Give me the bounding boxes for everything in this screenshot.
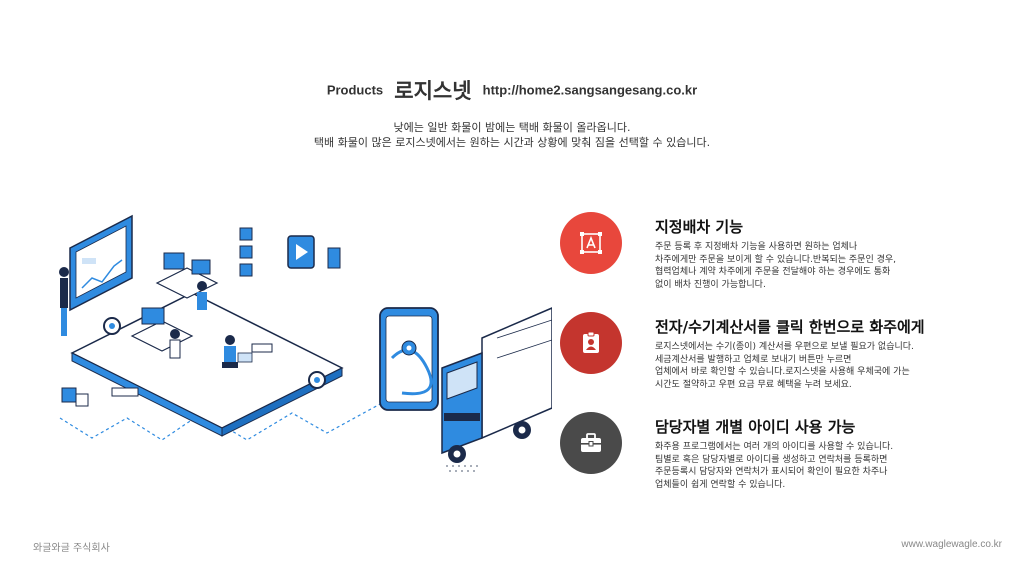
feature-desc-line: 업체에서 바로 확인할 수 있습니다.로지스넷을 사용해 우체국에 가는 <box>655 367 910 377</box>
feature-dispatch: 지정배차 기능 주문 등록 후 지정배차 기능을 사용하면 원하는 업체나 차주… <box>558 210 998 300</box>
subtitle-line-1: 낮에는 일반 화물이 밤에는 택배 화물이 올라옵니다. <box>393 121 631 134</box>
text-frame-icon <box>580 232 602 254</box>
feature-desc-line: 주문 등록 후 지정배차 기능을 사용하면 원하는 업체나 <box>655 242 858 252</box>
product-url[interactable]: http://home2.sangsangesang.co.kr <box>482 82 698 98</box>
feature-desc-line: 세금계산서를 발행하고 업체로 보내기 버튼만 누르면 <box>655 354 852 365</box>
subtitle-line-2: 택배 화물이 많은 로지스넷에서는 원하는 시간과 상황에 맞춰 짐을 선택할 … <box>313 136 711 149</box>
feature-desc-line: 화주용 프로그램에서는 여러 개의 아이디를 사용할 수 있습니다. <box>655 442 894 452</box>
feature-invoice: 전자/수기계산서를 클릭 한번으로 화주에게 로지스넷에서는 수기(종이) 계산… <box>558 310 998 400</box>
feature-description: 주문 등록 후 지정배차 기능을 사용하면 원하는 업체나 차주에게만 주문을 … <box>655 241 995 291</box>
feature-desc-line: 시간도 절약하고 우편 요금 무료 혜택을 누려 보세요. <box>655 379 852 390</box>
feature-desc-line: 협력업체나 계약 차주에게 주문을 전달해야 하는 경우에도 통화 <box>655 267 891 277</box>
feature-desc-line: 주문등록시 담당자와 연락처가 표시되어 확인이 필요한 차주나 <box>655 467 888 477</box>
feature-desc-line: 로지스넷에서는 수기(종이) 계산서를 우편으로 보낼 필요가 없습니다. <box>655 342 914 352</box>
feature-desc-line: 차주에게만 주문을 보이게 할 수 있습니다.반복되는 주문인 경우, <box>655 254 897 265</box>
logistics-illustration <box>59 214 552 472</box>
id-badge-icon <box>583 331 599 353</box>
feature-icon-circle <box>560 212 622 274</box>
briefcase-icon <box>581 433 601 452</box>
feature-description: 화주용 프로그램에서는 여러 개의 아이디를 사용할 수 있습니다. 팀별로 혹… <box>655 441 995 491</box>
feature-multi-id: 담당자별 개별 아이디 사용 가능 화주용 프로그램에서는 여러 개의 아이디를… <box>558 410 998 500</box>
products-label: Products <box>326 82 384 98</box>
footer-company: 와글와글 주식회사 <box>33 543 110 554</box>
page-header: Products 로지스넷 http://home2.sangsangesang… <box>0 75 1024 105</box>
brand-title: 로지스넷 <box>394 79 472 103</box>
feature-icon-circle <box>560 412 622 474</box>
feature-desc-line: 팀별로 혹은 담당자별로 아이디를 생성하고 연락처를 등록하면 <box>655 454 888 465</box>
feature-title: 담당자별 개별 아이디 사용 가능 <box>655 418 856 436</box>
feature-desc-line: 없이 배차 진행이 가능합니다. <box>655 279 766 290</box>
footer-site-link[interactable]: www.waglewagle.co.kr <box>901 539 1002 550</box>
feature-title: 전자/수기계산서를 클릭 한번으로 화주에게 <box>655 318 925 336</box>
page-subtitle: 낮에는 일반 화물이 밤에는 택배 화물이 올라옵니다. 택배 화물이 많은 로… <box>0 120 1024 150</box>
feature-desc-line: 업체들이 쉽게 연락할 수 있습니다. <box>655 479 786 490</box>
feature-description: 로지스넷에서는 수기(종이) 계산서를 우편으로 보낼 필요가 없습니다. 세금… <box>655 341 995 391</box>
feature-title: 지정배차 기능 <box>655 218 744 236</box>
feature-icon-circle <box>560 312 622 374</box>
